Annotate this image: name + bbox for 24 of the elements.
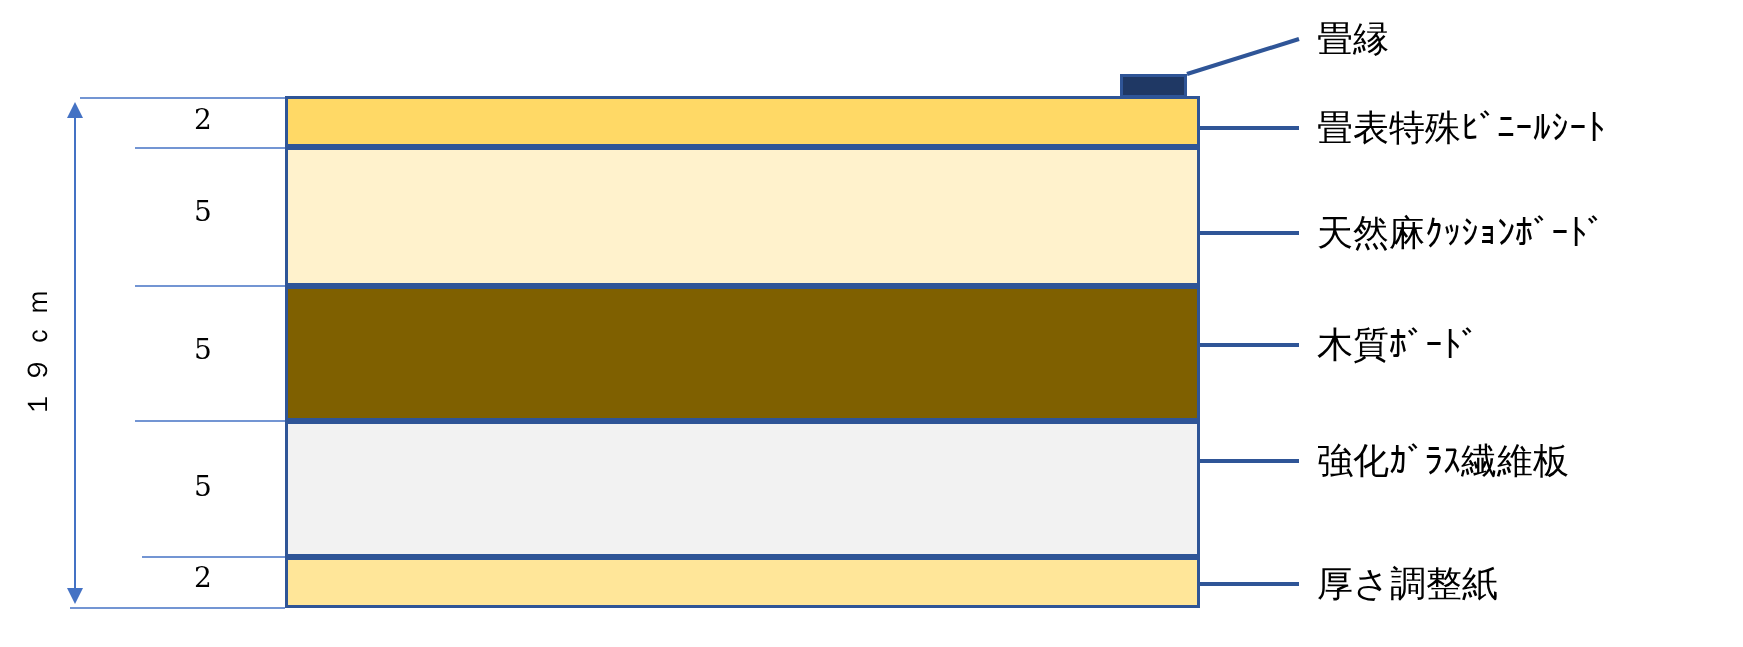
layer-name: 畳縁 xyxy=(1317,21,1389,57)
thickness-value: 5 xyxy=(194,336,212,364)
leader-line xyxy=(1200,582,1299,586)
thickness-value: 5 xyxy=(194,198,212,226)
layer-bar xyxy=(285,557,1200,608)
layer-bar xyxy=(285,421,1200,557)
leader-line xyxy=(1200,126,1299,130)
total-thickness: １９ｃｍ xyxy=(24,282,52,418)
layer-name: 天然麻ｸｯｼｮﾝﾎﾞｰﾄﾞ xyxy=(1317,215,1605,251)
layer-bar xyxy=(285,96,1200,147)
layer-bar xyxy=(285,147,1200,286)
leader-line xyxy=(1200,343,1299,347)
layer-name: 強化ｶﾞﾗｽ繊維板 xyxy=(1317,443,1569,479)
thickness-value: 2 xyxy=(194,106,212,134)
layer-name: 畳表特殊ﾋﾞﾆｰﾙｼｰﾄ xyxy=(1317,110,1605,146)
layer-bar xyxy=(285,286,1200,421)
leader-line xyxy=(1200,231,1299,235)
thickness-value: 5 xyxy=(194,473,212,501)
layer-name: 木質ﾎﾞｰﾄﾞ xyxy=(1317,327,1479,363)
leader-line xyxy=(1186,37,1300,76)
leader-line xyxy=(1200,459,1299,463)
thickness-value: 2 xyxy=(194,564,212,592)
layer-name: 厚さ調整紙 xyxy=(1317,566,1498,602)
tatami-edge-strip xyxy=(1120,74,1187,98)
